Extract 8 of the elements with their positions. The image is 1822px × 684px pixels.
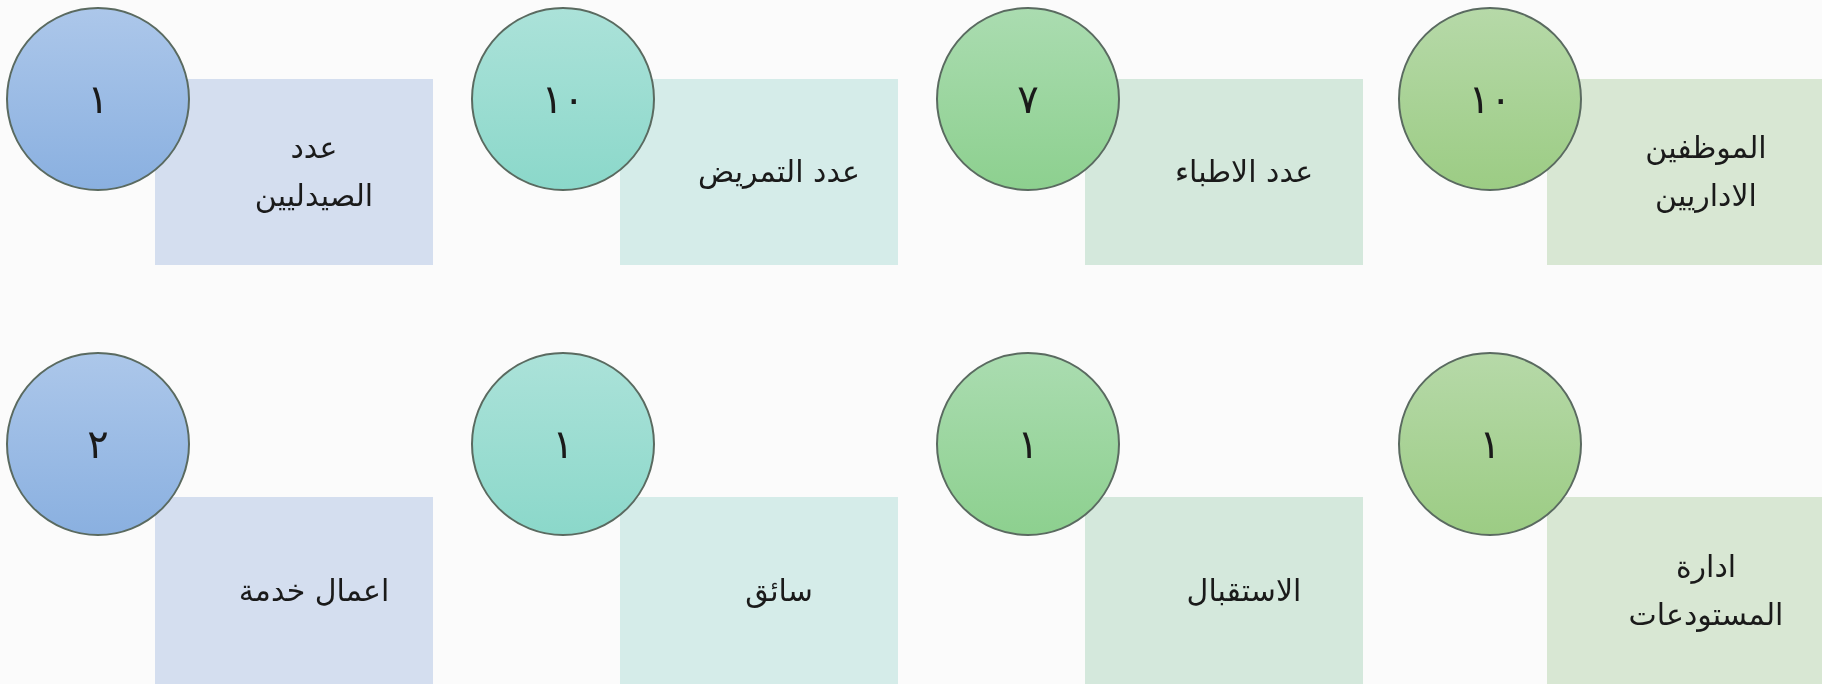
- label-box: عدد الاطباء: [1085, 79, 1363, 265]
- label-box: ادارة المستودعات: [1547, 497, 1822, 684]
- label-box: سائق: [620, 497, 898, 684]
- label-box: الموظفين الاداريين: [1547, 79, 1822, 265]
- label-box: الاستقبال: [1085, 497, 1363, 684]
- label-box: عدد الصيدليين: [155, 79, 433, 265]
- label-box: عدد التمريض: [620, 79, 898, 265]
- label-box: اعمال خدمة: [155, 497, 433, 684]
